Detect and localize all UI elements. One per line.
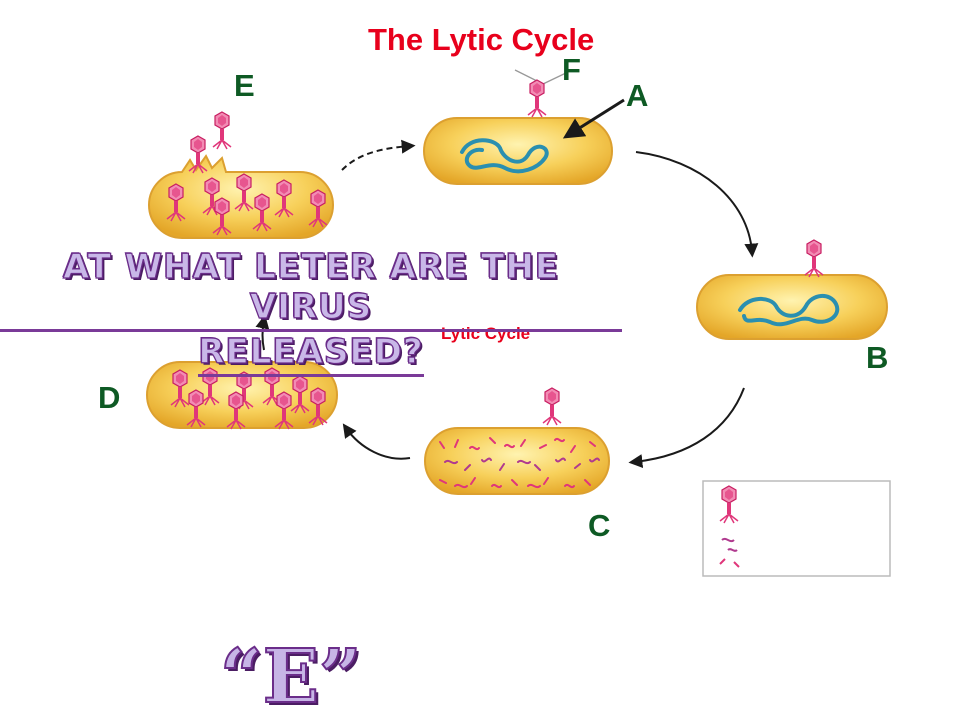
cell-b [696,239,888,340]
label-a: A [626,78,649,113]
cycle-arrows [255,98,759,469]
cell-e [148,111,334,239]
question-line-1: AT WHAT LETER ARE THE VIRUS [0,246,622,332]
question-line-2: RELEASED? [198,331,424,377]
dna-strand-a [460,138,549,174]
arrow-b-to-c [628,387,745,469]
arrow-e-to-a [341,139,416,171]
arrow-c-to-d [342,423,411,460]
answer-text: “E” [219,633,363,721]
legend-box [702,480,891,577]
legend-dna-icon [721,537,738,552]
diagram-title: The Lytic Cycle [368,22,595,57]
arrow-a-to-b [635,151,759,258]
arrow-d-to-e [255,314,270,351]
label-c: C [588,508,611,543]
dna-strand-b [738,294,840,327]
label-f: F [562,52,581,87]
cell-d [146,361,338,430]
label-d: D [98,380,121,415]
arrow-pointer-a [562,98,625,139]
center-label: Lytic Cycle [441,324,531,343]
question-text: AT WHAT LETER ARE THE VIRUS RELEASED? [0,246,622,377]
label-e: E [234,68,255,103]
legend-protein-icon [719,558,740,568]
cell-c [424,387,610,495]
label-b: B [866,340,889,375]
